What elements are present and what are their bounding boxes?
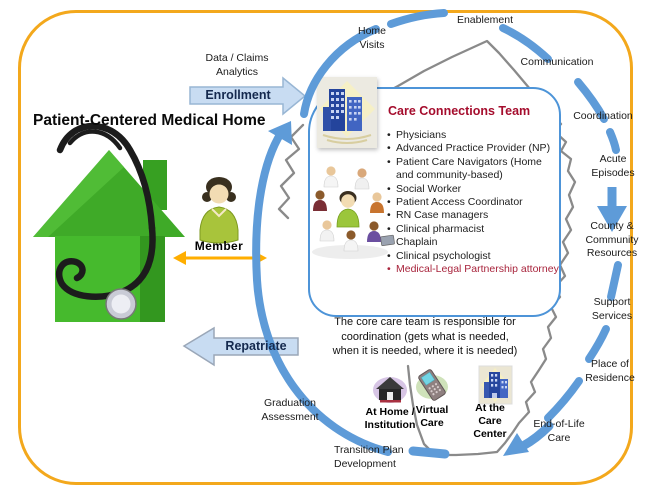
cycle-label-communication: Communication — [520, 56, 594, 68]
enrollment-arrow-label: Enrollment — [205, 88, 271, 102]
cycle-label-county-community-resources: County & Community Resources — [585, 220, 639, 259]
care-team-member: Patient Care Navigators (Home and commun… — [387, 156, 559, 183]
cycle-label-home-visits: Home Visits — [357, 25, 386, 51]
care-team-member: Social Worker — [387, 183, 559, 197]
care-team-member-list: Physicians Advanced Practice Provider (N… — [387, 129, 559, 277]
setting-label-virtual-care: Virtual Care — [415, 404, 449, 429]
care-team-heading: Care Connections Team — [388, 104, 531, 118]
cycle-label-support-services: Support Services — [591, 296, 633, 322]
care-team-member-highlighted: Medical-Legal Partnership attorney — [387, 263, 559, 277]
care-team-member: Chaplain — [387, 236, 559, 250]
setting-label-at-home-institution: At Home / Institution — [364, 406, 416, 431]
cycle-label-graduation-assessment: Graduation Assessment — [261, 397, 319, 423]
page-title: Patient-Centered Medical Home — [33, 112, 266, 129]
repatriate-arrow-label: Repatriate — [225, 339, 287, 353]
buildings-icon — [319, 81, 375, 144]
care-team-member: Clinical psychologist — [387, 250, 559, 264]
care-team-member: Patient Access Coordinator — [387, 196, 559, 210]
care-center-photo-card — [317, 77, 377, 148]
cycle-label-place-of-residence: Place of Residence — [585, 358, 635, 384]
cycle-label-enablement: Enablement — [456, 14, 514, 26]
member-label: Member — [194, 239, 244, 253]
care-team-member: RN Case managers — [387, 209, 559, 223]
core-team-note: The core care team is responsible for co… — [332, 316, 518, 357]
setting-label-at-the-care-center: At the Care Center — [473, 402, 507, 440]
care-team-member: Clinical pharmacist — [387, 223, 559, 237]
cycle-label-acute-episodes: Acute Episodes — [591, 153, 635, 179]
data-claims-analytics-label: Data / Claims Analytics — [205, 52, 269, 78]
care-team-member: Physicians — [387, 129, 559, 143]
cycle-label-end-of-life-care: End-of-Life Care — [533, 418, 585, 444]
cycle-label-transition-plan: Transition Plan Development — [334, 444, 404, 470]
cycle-label-coordination: Coordination — [573, 110, 633, 122]
slide-border — [18, 10, 633, 485]
care-team-member: Advanced Practice Provider (NP) — [387, 142, 559, 156]
